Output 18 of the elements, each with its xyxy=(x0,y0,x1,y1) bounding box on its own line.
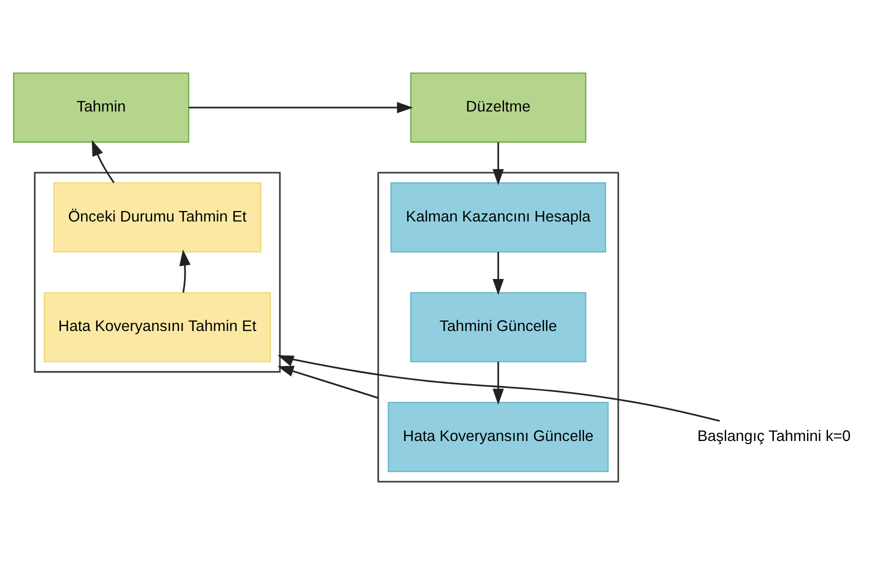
node-box: Kalman Kazancını Hesapla xyxy=(390,182,606,252)
node-box: Hata Koveryansını Güncelle xyxy=(388,401,609,472)
node-box: Tahmini Güncelle xyxy=(410,292,586,362)
node-box: Düzeltme xyxy=(410,72,586,142)
node-text: Başlangıç Tahmini k=0 xyxy=(697,427,851,444)
node-box: Hata Koveryansını Tahmin Et xyxy=(44,292,271,362)
node-box: Önceki Durumu Tahmin Et xyxy=(53,182,262,252)
arrow xyxy=(492,252,504,295)
node-box: Tahmin xyxy=(13,72,190,142)
arrow xyxy=(278,365,378,398)
arrow xyxy=(278,354,720,422)
arrow xyxy=(492,361,504,404)
arrow xyxy=(92,139,115,183)
cluster xyxy=(377,171,620,482)
cluster xyxy=(34,171,281,372)
arrow xyxy=(188,101,414,113)
arrow xyxy=(492,142,504,185)
arrow xyxy=(179,249,191,292)
